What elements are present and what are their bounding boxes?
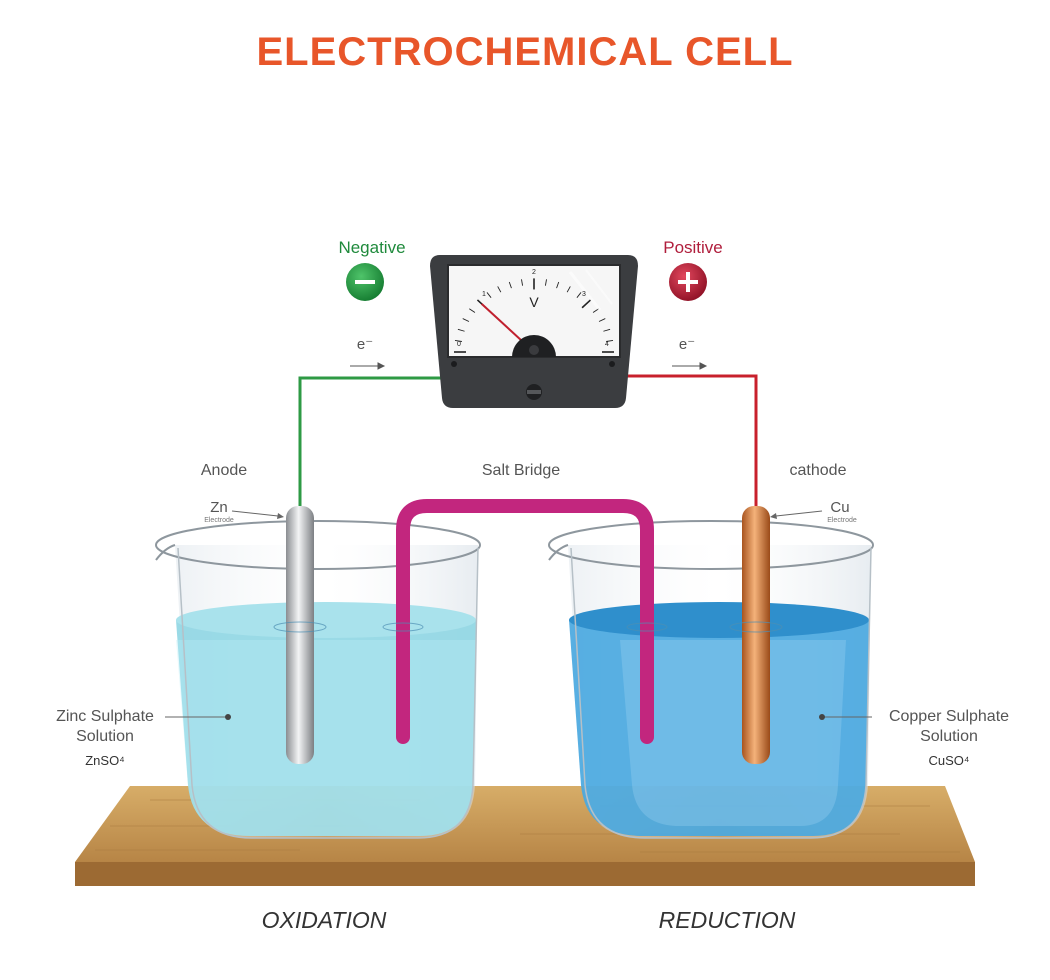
copper-electrode bbox=[742, 506, 770, 764]
voltmeter-scale-3: 3 bbox=[582, 291, 586, 298]
label-pointers bbox=[165, 510, 872, 718]
voltmeter-minor-tick bbox=[598, 318, 606, 322]
zinc-solution-word: Solution bbox=[76, 728, 134, 745]
negative-wire bbox=[298, 376, 444, 512]
voltmeter-minor-tick bbox=[454, 340, 462, 342]
voltmeter-scale-4: 4 bbox=[605, 341, 609, 348]
copper-solution-name: Copper Sulphate bbox=[888, 708, 1010, 725]
electron-flow-arrow-right bbox=[672, 362, 708, 370]
salt-bridge-tube bbox=[396, 499, 654, 744]
voltmeter-scale-1: 1 bbox=[482, 291, 486, 298]
voltmeter-minor-tick bbox=[486, 292, 492, 298]
plus-icon bbox=[678, 272, 698, 292]
voltmeter-unit: V bbox=[529, 294, 539, 310]
copper-electrode-caption: Electrode bbox=[827, 517, 857, 524]
cathode-label: cathode bbox=[789, 462, 847, 479]
copper-beaker bbox=[548, 520, 874, 839]
wooden-table-edge bbox=[75, 862, 975, 886]
positive-label: Positive bbox=[663, 238, 723, 257]
copper-symbol-label: Cu bbox=[830, 499, 850, 516]
page-title: ELECTROCHEMICAL CELL bbox=[256, 30, 794, 74]
voltmeter-minor-tick bbox=[462, 318, 470, 322]
voltmeter-scale-2: 2 bbox=[532, 269, 536, 276]
voltmeter-minor-tick bbox=[544, 279, 547, 286]
minus-icon bbox=[355, 280, 375, 284]
oxidation-label: OXIDATION bbox=[261, 907, 387, 933]
positive-wire bbox=[624, 374, 758, 510]
voltmeter-minor-tick bbox=[497, 286, 502, 293]
electron-flow-arrow-left bbox=[350, 362, 386, 370]
negative-label: Negative bbox=[338, 238, 406, 257]
zinc-beaker bbox=[155, 520, 481, 839]
voltmeter-minor-tick bbox=[457, 328, 465, 332]
reduction-label: REDUCTION bbox=[658, 907, 796, 933]
voltmeter-minor-tick bbox=[603, 328, 611, 332]
voltmeter-minor-tick bbox=[508, 281, 512, 289]
electron-label-left: e⁻ bbox=[356, 336, 374, 353]
voltmeter-minor-tick bbox=[521, 279, 524, 286]
zinc-sulphate-formula: ZnSO⁴ bbox=[85, 753, 125, 768]
electron-label-right: e⁻ bbox=[678, 336, 696, 353]
anode-label: Anode bbox=[200, 462, 248, 479]
zinc-symbol-label: Zn bbox=[210, 499, 228, 516]
voltmeter-scale-0: 0 bbox=[457, 341, 461, 348]
zinc-solution-name: Zinc Sulphate bbox=[56, 708, 154, 725]
zinc-electrode-caption: Electrode bbox=[204, 517, 234, 524]
voltmeter-minor-tick bbox=[566, 286, 571, 293]
voltmeter-major-tick bbox=[581, 299, 592, 309]
voltmeter-minor-tick bbox=[556, 281, 560, 289]
surface-ripples bbox=[273, 621, 783, 633]
voltmeter-minor-tick bbox=[606, 340, 614, 342]
copper-sulphate-formula: CuSO⁴ bbox=[928, 753, 970, 768]
zinc-electrode bbox=[286, 506, 314, 764]
voltmeter-minor-tick bbox=[469, 308, 476, 313]
voltmeter bbox=[430, 255, 638, 408]
salt-bridge-label: Salt Bridge bbox=[481, 462, 561, 479]
copper-solution-word: Solution bbox=[920, 728, 978, 745]
voltmeter-minor-tick bbox=[576, 292, 582, 298]
